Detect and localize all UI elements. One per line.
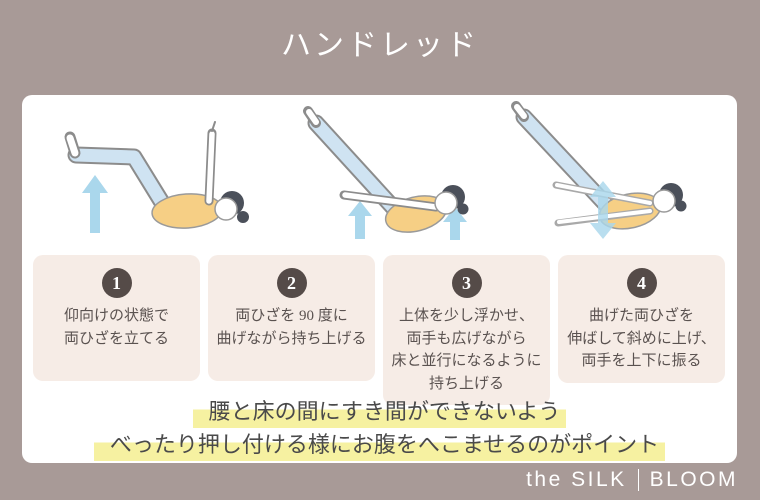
step-text-line: 曲げた両ひざを (588, 308, 694, 324)
step-text-line: 両ひざを 90 度に (235, 308, 348, 324)
step-number-badge: 1 (101, 268, 132, 298)
step-description: 両ひざを 90 度に 曲げながら持ち上げる (212, 305, 371, 350)
brand-name-right: BLOOM (649, 468, 738, 491)
step-description: 曲げた両ひざを 伸ばして斜めに上げ、 両手を上下に振る (562, 305, 721, 373)
key-point-text: 腰と床の間にすき間ができないよう べったり押し付ける様にお腹をへこませるのがポイ… (22, 396, 737, 462)
figure-step3-illustration (511, 101, 687, 239)
step-text-line: 持ち上げる (428, 375, 504, 392)
step-text-line: 床と並行になるように (391, 353, 542, 369)
step-text-line: 伸ばして斜めに上げ、 (567, 330, 716, 347)
step-number-badge: 2 (276, 268, 307, 298)
steps-row: 1 仰向けの状態で 両ひざを立てる 2 両ひざを 90 度に 曲げながら持ち上げ… (33, 255, 726, 405)
figure-step1-illustration (64, 121, 249, 233)
step-box-1: 1 仰向けの状態で 両ひざを立てる (33, 255, 200, 381)
step-text-line: 両ひざを立てる (63, 330, 169, 347)
step-text-line: 曲げながら持ち上げる (216, 330, 367, 347)
step-description: 上体を少し浮かせ、 両手も広げながら 床と並行になるように 持ち上げる (387, 305, 546, 395)
up-arrow-icon (443, 207, 467, 240)
step-number-badge: 4 (626, 268, 657, 298)
step-text-line: 両手を上下に振る (581, 353, 702, 369)
step-box-4: 4 曲げた両ひざを 伸ばして斜めに上げ、 両手を上下に振る (558, 255, 725, 383)
point-line-2: べったり押し付ける様にお腹をへこませるのがポイント (93, 428, 666, 461)
content-card: 1 仰向けの状態で 両ひざを立てる 2 両ひざを 90 度に 曲げながら持ち上げ… (22, 95, 737, 463)
up-arrow-icon (82, 175, 108, 233)
figure-step2-illustration (303, 106, 469, 240)
page-title: ハンドレッド (281, 29, 479, 62)
step-description: 仰向けの状態で 両ひざを立てる (37, 305, 196, 350)
step-text-line: 仰向けの状態で (63, 308, 169, 324)
step-text-line: 両手も広げながら (406, 330, 527, 347)
step-text-line: 上体を少し浮かせ、 (398, 308, 534, 324)
brand-separator (637, 469, 639, 491)
brand-name-left: the SILK (526, 468, 627, 491)
step-box-2: 2 両ひざを 90 度に 曲げながら持ち上げる (208, 255, 375, 381)
up-arrow-icon (348, 201, 372, 239)
up-down-arrow-icon (590, 181, 616, 239)
point-line-1: 腰と床の間にすき間ができないよう (192, 396, 567, 428)
step-box-3: 3 上体を少し浮かせ、 両手も広げながら 床と並行になるように 持ち上げる (383, 255, 550, 405)
brand-footer: the SILK BLOOM (526, 468, 738, 492)
step-number-badge: 3 (451, 268, 482, 298)
